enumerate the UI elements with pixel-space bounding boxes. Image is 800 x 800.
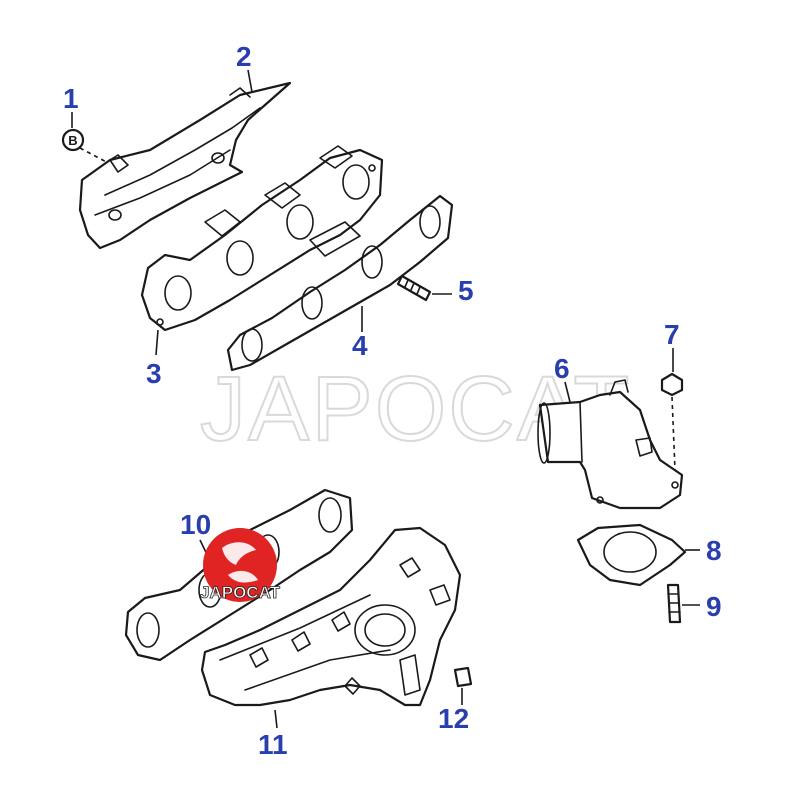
- part-6-outlet-elbow: [537, 379, 684, 510]
- callout-1: 1: [63, 83, 79, 114]
- part-8-gasket: [576, 523, 700, 587]
- callout-4: 4: [352, 330, 368, 361]
- logo-text: JAPOCAT: [200, 583, 281, 602]
- part-5-stud: [396, 274, 452, 302]
- part-9-stud: [666, 583, 700, 624]
- callout-10: 10: [180, 509, 211, 540]
- part-7-nut: [660, 348, 684, 471]
- callout-8: 8: [706, 535, 722, 566]
- part-12-dowel-pin: [453, 666, 473, 705]
- callout-5: 5: [458, 275, 474, 306]
- part-2-heat-shield: [78, 81, 292, 250]
- bolt-marker-label: B: [68, 133, 77, 148]
- callout-9: 9: [706, 591, 722, 622]
- callout-12: 12: [438, 703, 469, 734]
- leader-3: [155, 329, 159, 356]
- part-4-manifold-gasket: [226, 194, 454, 372]
- japocat-logo: JAPOCAT: [200, 528, 281, 602]
- callout-2: 2: [236, 41, 252, 72]
- part-11-intake-manifold: [200, 526, 462, 729]
- callout-3: 3: [146, 358, 162, 389]
- callout-7: 7: [664, 319, 680, 350]
- callout-11: 11: [258, 729, 288, 760]
- part-3-exhaust-manifold: [140, 145, 384, 332]
- leader-2: [247, 69, 253, 93]
- part-1-bolt: B: [61, 128, 113, 166]
- callout-6: 6: [554, 353, 570, 384]
